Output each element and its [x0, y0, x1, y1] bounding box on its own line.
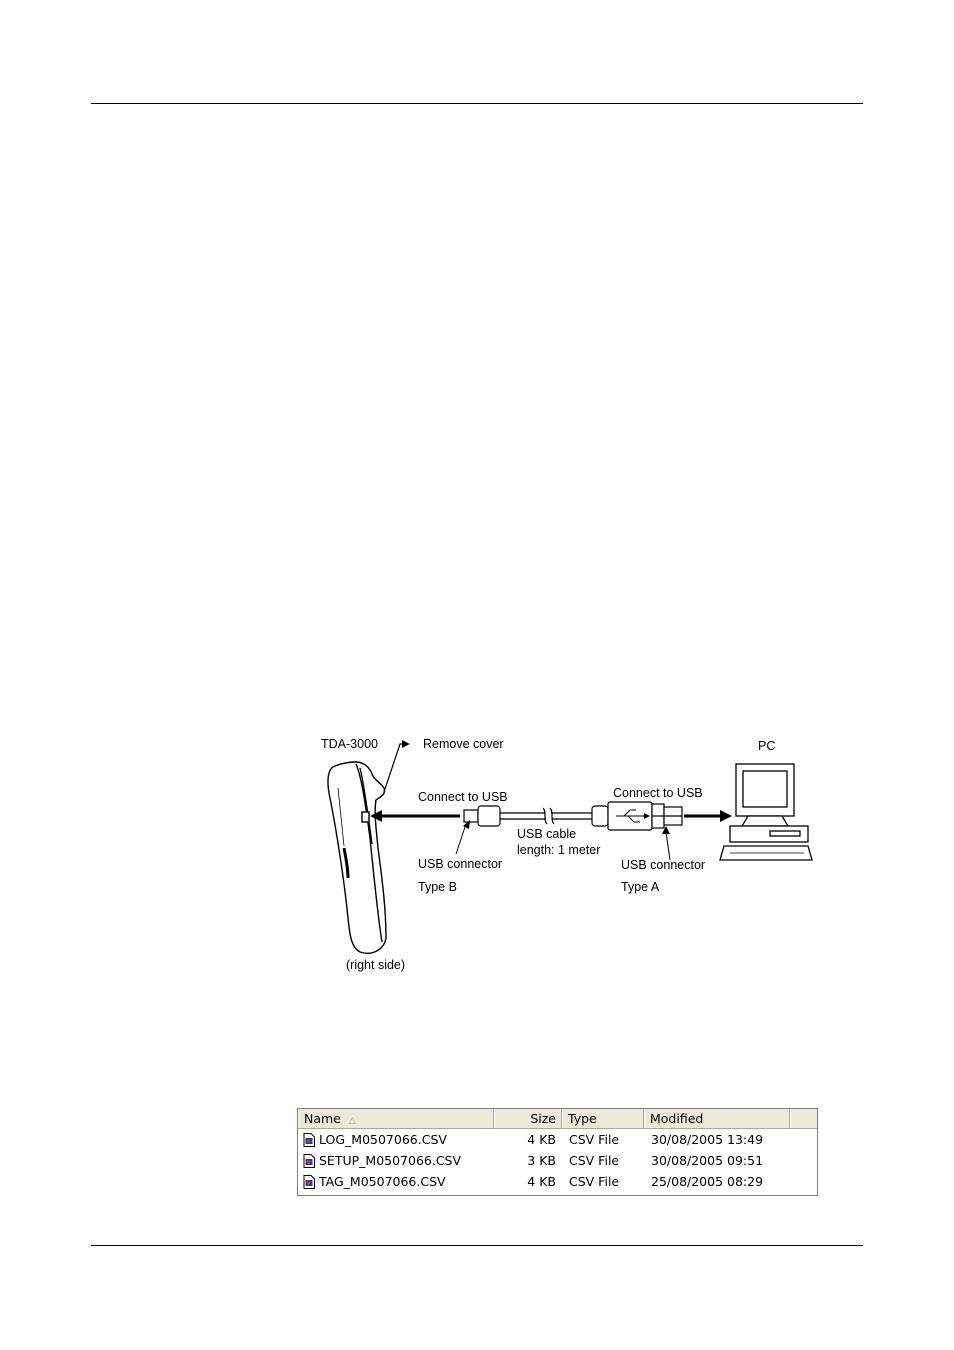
cable-label-line2: length: 1 meter	[517, 843, 601, 857]
column-header-type-label: Type	[568, 1111, 597, 1126]
file-type: CSV File	[569, 1153, 620, 1168]
file-row[interactable]: LOG_M0507066.CSV 4 KB CSV File 30/08/200…	[298, 1130, 817, 1150]
column-header-filler	[790, 1109, 817, 1128]
usb-trident-icon	[616, 809, 644, 823]
file-modified: 25/08/2005 08:29	[651, 1174, 764, 1189]
usb-cable	[500, 807, 592, 825]
pc-label: PC	[758, 739, 776, 753]
remove-cover-arrow	[383, 743, 406, 793]
file-size: 4 KB	[527, 1132, 556, 1147]
connector-b-label: USB connector	[418, 857, 503, 871]
pc-illustration	[719, 763, 813, 861]
csv-file-icon	[303, 1133, 315, 1147]
cable-label-line1: USB cable	[517, 827, 577, 841]
tda3000-device-illustration	[327, 761, 387, 954]
diagram-artwork	[327, 740, 813, 954]
file-name: SETUP_M0507066.CSV	[319, 1153, 462, 1168]
connect-usb-left-label: Connect to USB	[418, 790, 508, 804]
file-list-view: Name △ Size Type Modified LOG_M0507066.CS…	[297, 1108, 818, 1196]
right-side-label: (right side)	[346, 958, 406, 972]
type-a-label: Type A	[621, 880, 660, 894]
file-name: TAG_M0507066.CSV	[319, 1174, 446, 1189]
file-row[interactable]: SETUP_M0507066.CSV 3 KB CSV File 30/08/2…	[298, 1151, 817, 1171]
device-label: TDA-3000	[321, 737, 378, 751]
header-rule	[91, 103, 863, 104]
csv-file-icon	[303, 1175, 315, 1189]
sort-ascending-icon: △	[348, 1116, 356, 1126]
usb-connection-diagram: TDA-3000 Remove cover Connect to USB Con…	[300, 728, 840, 978]
column-header-size[interactable]: Size	[494, 1109, 562, 1128]
type-b-connector	[463, 805, 501, 827]
file-modified: 30/08/2005 09:51	[651, 1153, 764, 1168]
column-header-name-label: Name	[304, 1111, 341, 1126]
file-name: LOG_M0507066.CSV	[319, 1132, 447, 1147]
csv-file-icon	[303, 1154, 315, 1168]
remove-cover-label: Remove cover	[423, 737, 504, 751]
column-header-modified[interactable]: Modified	[644, 1109, 790, 1128]
file-size: 4 KB	[527, 1174, 556, 1189]
column-header-type[interactable]: Type	[562, 1109, 644, 1128]
type-b-label: Type B	[418, 880, 457, 894]
column-header-size-label: Size	[530, 1111, 556, 1126]
column-header-modified-label: Modified	[650, 1111, 704, 1126]
type-a-connector	[591, 801, 683, 831]
file-type: CSV File	[569, 1174, 620, 1189]
connector-a-label: USB connector	[621, 858, 706, 872]
connect-usb-right-label: Connect to USB	[613, 786, 703, 800]
column-header-bar: Name △ Size Type Modified	[298, 1109, 817, 1129]
footer-rule	[91, 1245, 863, 1246]
file-size: 3 KB	[527, 1153, 556, 1168]
file-row[interactable]: TAG_M0507066.CSV 4 KB CSV File 25/08/200…	[298, 1172, 817, 1192]
file-modified: 30/08/2005 13:49	[651, 1132, 764, 1147]
column-header-name[interactable]: Name △	[298, 1109, 494, 1128]
file-type: CSV File	[569, 1132, 620, 1147]
